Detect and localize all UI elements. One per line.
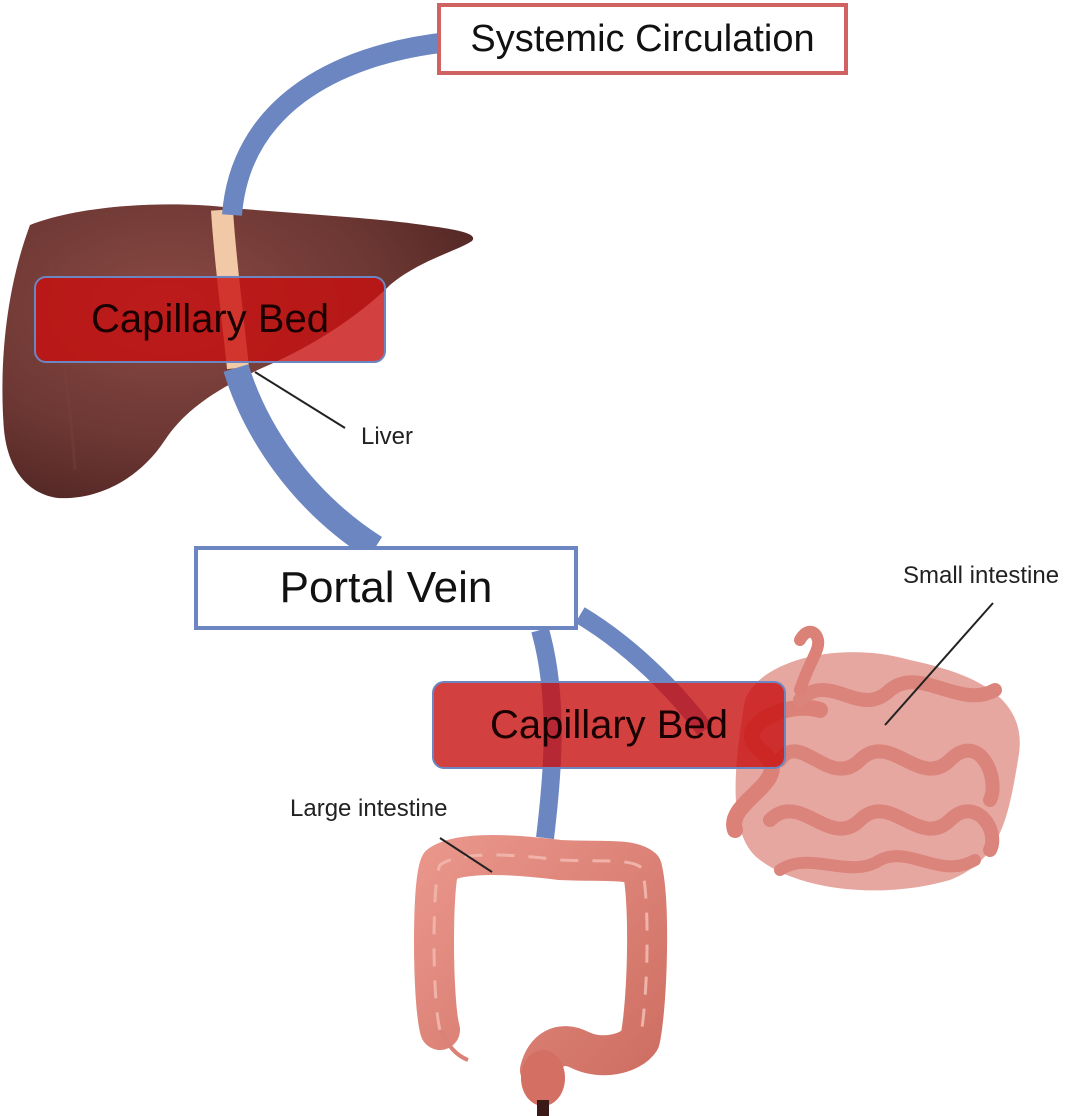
capillary-bed-liver-box: Capillary Bed — [34, 276, 386, 363]
capillary-bed-liver-label: Capillary Bed — [91, 297, 329, 342]
large-intestine-illustration — [434, 855, 647, 1116]
portal-vein-label: Portal Vein — [280, 563, 493, 613]
large-intestine-label: Large intestine — [290, 795, 447, 823]
small-intestine-label: Small intestine — [903, 562, 1059, 590]
capillary-bed-intestine-box: Capillary Bed — [432, 681, 786, 769]
systemic-circulation-label: Systemic Circulation — [470, 18, 814, 61]
systemic-circulation-box: Systemic Circulation — [437, 3, 848, 75]
portal-vein-box: Portal Vein — [194, 546, 578, 630]
capillary-bed-intestine-label: Capillary Bed — [490, 703, 728, 748]
liver-label: Liver — [361, 423, 413, 451]
vessel-to-systemic — [232, 42, 448, 215]
vessel-portal-to-liver — [236, 368, 375, 548]
